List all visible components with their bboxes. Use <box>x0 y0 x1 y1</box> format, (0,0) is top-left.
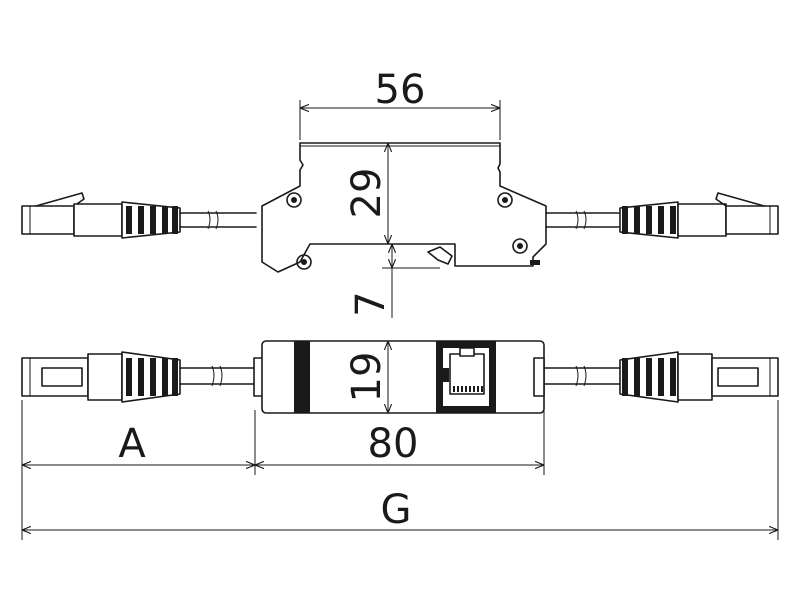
dimension-56-label: 56 <box>375 67 426 113</box>
dimension-80-label: 80 <box>368 421 419 467</box>
boot-rib <box>622 206 628 234</box>
dimension-56: 56 <box>299 67 501 140</box>
dimension-19-label: 19 <box>344 352 390 403</box>
boot-rib <box>634 206 640 234</box>
side-left-cable <box>179 365 263 387</box>
boot-rib <box>126 206 132 234</box>
boot-rib <box>658 358 664 396</box>
boot-rib <box>126 358 132 396</box>
dimension-a: A <box>22 421 255 467</box>
top-right-boot-ribs <box>622 206 676 234</box>
boot-rib <box>162 358 168 396</box>
side-right-cable <box>543 365 621 387</box>
top-left-boot-ribs <box>126 206 178 234</box>
side-device-body <box>253 340 545 414</box>
boot-rib <box>172 206 178 234</box>
top-right-rj45-plug <box>715 192 779 235</box>
dimension-a-label: A <box>118 421 146 467</box>
side-view: 19 <box>21 340 779 414</box>
jack-pin <box>473 386 475 392</box>
dimension-7: 7 <box>348 244 440 318</box>
side-left-rj45-plug <box>21 357 89 397</box>
jack-pin <box>461 386 463 392</box>
boot-rib <box>150 358 156 396</box>
jack-pin <box>469 386 471 392</box>
jack-pin <box>453 386 455 392</box>
top-device-body <box>261 142 547 273</box>
jack-pin <box>481 386 483 392</box>
boot-rib <box>162 206 168 234</box>
bottom-dimensions: A 80 G <box>21 400 779 540</box>
boot-rib <box>138 358 144 396</box>
dimension-29-label: 29 <box>344 168 390 219</box>
dimension-29: 29 <box>344 143 390 244</box>
dimension-80: 80 <box>255 421 544 467</box>
side-left-boot-ribs <box>126 358 178 396</box>
boot-rib <box>646 358 652 396</box>
boot-rib <box>658 206 664 234</box>
boot-rib <box>138 206 144 234</box>
boot-rib <box>670 206 676 234</box>
jack-pin <box>465 386 467 392</box>
dimension-g-label: G <box>381 487 412 533</box>
side-right-boot-ribs <box>622 358 676 396</box>
side-right-boot <box>619 351 713 403</box>
boot-rib <box>622 358 628 396</box>
jack-pin <box>477 386 479 392</box>
top-left-cable <box>179 210 257 230</box>
top-left-rj45-plug <box>21 192 85 235</box>
dimension-7-label: 7 <box>348 291 394 316</box>
boot-rib <box>646 206 652 234</box>
boot-rib <box>172 358 178 396</box>
boot-rib <box>150 206 156 234</box>
dimension-19: 19 <box>344 341 390 413</box>
dimension-g: G <box>22 487 778 533</box>
side-rj45-jack <box>436 341 496 413</box>
top-view: 56 29 7 <box>21 67 779 318</box>
top-right-cable <box>545 210 621 230</box>
boot-rib <box>670 358 676 396</box>
side-right-rj45-plug <box>711 357 779 397</box>
jack-pin <box>457 386 459 392</box>
boot-rib <box>634 358 640 396</box>
